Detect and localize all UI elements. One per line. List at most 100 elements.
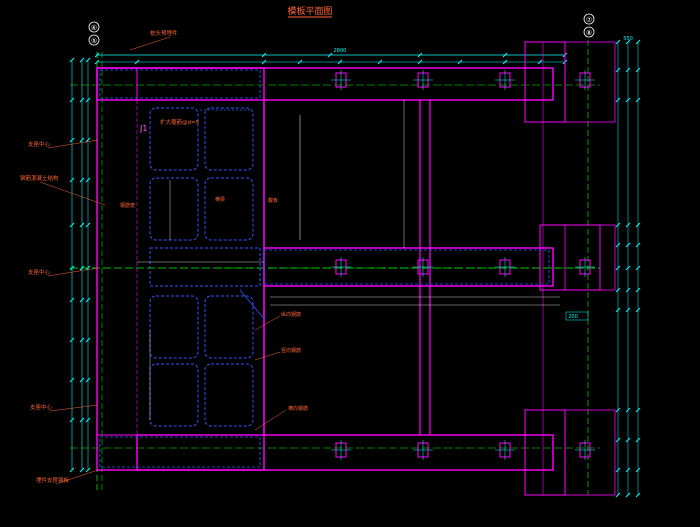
dim-tick	[537, 59, 543, 65]
dim-tick	[502, 52, 508, 58]
dim-tick	[79, 177, 85, 183]
axis-label-right-second: ⑧	[586, 29, 592, 37]
dim-tick	[635, 307, 641, 313]
dim-tick	[69, 137, 75, 143]
dim-tick	[261, 59, 267, 65]
dim-tick	[69, 265, 75, 271]
rebar-cage-4	[149, 295, 199, 359]
corner-block-top	[96, 67, 138, 101]
dim-tick	[327, 52, 333, 58]
rebar-cage-0	[149, 107, 199, 171]
rebar-bottom-beam	[99, 436, 261, 468]
label-rebar-outer-leader	[39, 181, 106, 206]
dim-tick	[625, 467, 631, 473]
rebar-cage-1	[204, 107, 254, 171]
dim-tick	[69, 417, 75, 423]
label-hoop: 扩大箍筋@d=5	[160, 118, 200, 126]
end-cap-mid	[564, 224, 616, 291]
axis-label-left-second-circle	[88, 34, 100, 46]
dim-tick	[79, 377, 85, 383]
label-inner-right: 腹板	[268, 197, 278, 204]
dim-tick	[615, 265, 621, 271]
dim-tick	[625, 222, 631, 228]
dim-tick	[79, 57, 85, 63]
dim-tick	[69, 57, 75, 63]
dim-tick	[79, 97, 85, 103]
label-inner-left: 钢筋笼	[120, 202, 135, 209]
label-rebar-c: 横向钢筋	[288, 405, 308, 412]
dim-tick	[625, 67, 631, 73]
dim-tick	[615, 97, 621, 103]
end-plate-top	[524, 41, 566, 123]
axis-label-right-second-circle	[583, 26, 595, 38]
dim-tick	[625, 265, 631, 271]
label-top-callout-leader	[129, 36, 171, 51]
dim-tick	[615, 39, 621, 45]
dim-tick	[69, 467, 75, 473]
dim-tick	[615, 287, 621, 293]
rebar-top-beam	[99, 69, 261, 99]
dim-tick	[615, 307, 621, 313]
dim-tick	[85, 377, 91, 383]
label-section-mark: J1	[139, 124, 147, 133]
dim-tick	[615, 492, 621, 498]
dim-tick	[635, 97, 641, 103]
page-title: 模板平面图	[287, 5, 332, 17]
dim-tick	[635, 467, 641, 473]
dim-tick	[85, 337, 91, 343]
dim-tick	[625, 437, 631, 443]
dim-tick	[69, 297, 75, 303]
dim-tick	[85, 97, 91, 103]
dim-tick	[79, 467, 85, 473]
label-rebar-outer: 钢筋混凝土结构	[20, 174, 59, 182]
rebar-mid-band	[149, 247, 261, 287]
dim-tick	[94, 52, 100, 58]
dim-tick	[625, 97, 631, 103]
dim-bottom-label: 200	[568, 314, 578, 320]
dim-tick	[615, 467, 621, 473]
dim-tick	[337, 59, 343, 65]
axis-label-left-top: ⑥	[91, 24, 97, 32]
dim-tick	[69, 222, 75, 228]
label-support-2-leader	[47, 267, 99, 277]
dim-tick	[625, 407, 631, 413]
dim-tick	[297, 59, 303, 65]
dim-tick	[85, 265, 91, 271]
label-rebar-b-leader	[254, 351, 281, 361]
dim-tick	[615, 242, 621, 248]
dim-tick	[261, 52, 267, 58]
label-support-2: 支座中心	[28, 268, 51, 276]
label-bottom-left: 埋件支撑钢板	[36, 476, 70, 484]
dim-tick	[85, 57, 91, 63]
rebar-leader	[239, 289, 266, 321]
axis-label-left-top-circle	[88, 21, 100, 33]
dim-tick	[85, 137, 91, 143]
rebar-cage-7	[204, 363, 254, 427]
label-support-3-leader	[49, 404, 99, 412]
rebar-cage-2	[149, 177, 199, 241]
dim-tick	[635, 67, 641, 73]
dim-tick	[79, 137, 85, 143]
dim-tick	[625, 492, 631, 498]
end-plate-bottom	[524, 409, 566, 496]
dim-tick	[79, 337, 85, 343]
corner-block-bottom	[96, 434, 138, 471]
dim-tick	[625, 242, 631, 248]
dim-tick	[69, 177, 75, 183]
dim-tick	[635, 287, 641, 293]
label-rebar-a-leader	[254, 315, 281, 331]
dim-tick	[85, 177, 91, 183]
rebar-cage-3	[204, 177, 254, 241]
dim-tick	[69, 97, 75, 103]
dim-tick	[79, 222, 85, 228]
label-inner-mid: 横梁	[215, 196, 225, 203]
dim-right-label: 550	[623, 36, 633, 42]
top-beam	[96, 67, 554, 101]
dim-tick	[79, 297, 85, 303]
label-support-1-leader	[47, 139, 99, 149]
dim-tick	[134, 59, 140, 65]
end-cap-bottom	[564, 409, 616, 496]
dim-tick	[635, 407, 641, 413]
